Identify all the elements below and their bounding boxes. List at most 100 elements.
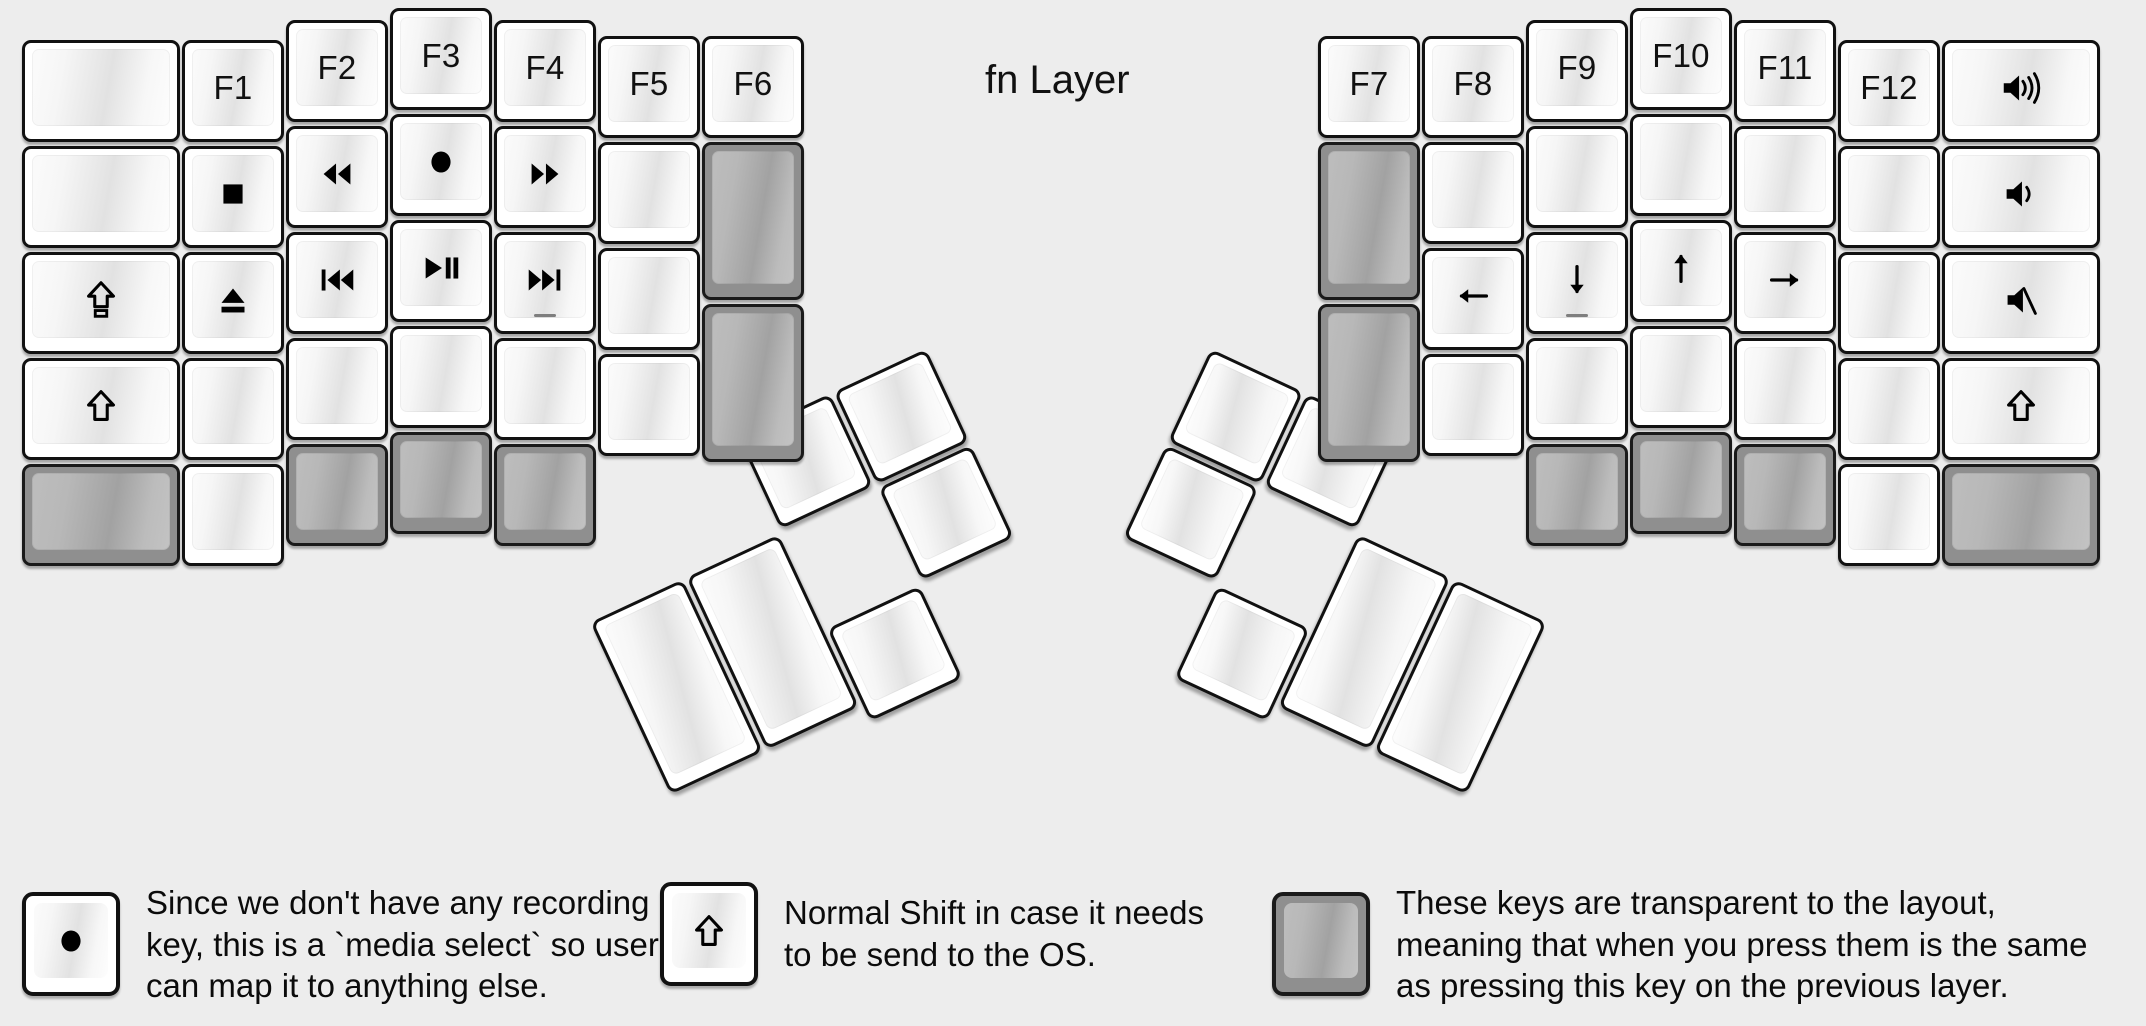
keycap-label: F1: [213, 69, 253, 106]
key-right-col-middle-r2[interactable]: [1630, 220, 1732, 322]
key-left-col-pinky-r4[interactable]: [182, 464, 284, 566]
key-right-col-pinky-r4[interactable]: [1838, 464, 1940, 566]
key-left-col-middle-r2[interactable]: [390, 220, 492, 322]
key-right-col-index-r2[interactable]: [1526, 232, 1628, 334]
key-left-col-innermost-r0[interactable]: F6: [702, 36, 804, 138]
keycap-surface: [1744, 347, 1826, 424]
keycap-surface: [296, 453, 378, 530]
key-left-col-ring-r4[interactable]: [286, 444, 388, 546]
key-right-col-inner-r1[interactable]: [1422, 142, 1524, 244]
key-left-col-pinky-outer-r4[interactable]: [22, 464, 180, 566]
key-right-col-inner-r3[interactable]: [1422, 354, 1524, 456]
key-left-col-innermost-r2[interactable]: [702, 304, 804, 462]
key-right-col-pinky-r3[interactable]: [1838, 358, 1940, 460]
key-right-col-ring-r2[interactable]: [1734, 232, 1836, 334]
keycap-surface: [1848, 367, 1930, 444]
key-right-col-pinky-r1[interactable]: [1838, 146, 1940, 248]
volume-down-icon: [1998, 171, 2044, 217]
key-right-col-middle-r0[interactable]: F10: [1630, 8, 1732, 110]
key-left-col-inner-r0[interactable]: F5: [598, 36, 700, 138]
keycap-surface: [1328, 151, 1410, 284]
key-left-col-middle-r1[interactable]: [390, 114, 492, 216]
keycap-label: F12: [1860, 69, 1918, 106]
keycap-surface: F8: [1432, 45, 1514, 122]
media-play-pause-icon: [418, 245, 464, 291]
keycap-surface: [1848, 473, 1930, 550]
key-right-col-index-r0[interactable]: F9: [1526, 20, 1628, 122]
key-left-col-pinky-outer-r2[interactable]: [22, 252, 180, 354]
key-right-col-index-r4[interactable]: [1526, 444, 1628, 546]
keycap-surface: [1744, 241, 1826, 318]
key-left-col-index-r2[interactable]: [494, 232, 596, 334]
key-right-col-inner-r2[interactable]: [1422, 248, 1524, 350]
keycap-surface: [1640, 229, 1722, 306]
legend-sample-key-1: [22, 892, 120, 997]
key-left-col-ring-r0[interactable]: F2: [286, 20, 388, 122]
keycap-surface: [1952, 261, 2090, 338]
keycap-label: F8: [1453, 65, 1493, 102]
media-next-track-icon: [522, 257, 568, 303]
keycap-surface: [1640, 335, 1722, 412]
key-right-col-middle-r3[interactable]: [1630, 326, 1732, 428]
key-right-col-index-r1[interactable]: [1526, 126, 1628, 228]
key-left-col-pinky-outer-r0[interactable]: [22, 40, 180, 142]
key-left-col-inner-r2[interactable]: [598, 248, 700, 350]
key-right-col-pinky-outer-r0[interactable]: [1942, 40, 2100, 142]
keycap-surface: [32, 49, 170, 126]
keycap-surface: [840, 598, 947, 703]
key-left-col-pinky-r2[interactable]: [182, 252, 284, 354]
key-right-col-pinky-outer-r1[interactable]: [1942, 146, 2100, 248]
key-left-col-index-r3[interactable]: [494, 338, 596, 440]
key-left-col-pinky-outer-r3[interactable]: [22, 358, 180, 460]
caps-lock-icon: [78, 277, 124, 323]
key-left-col-pinky-r3[interactable]: [182, 358, 284, 460]
key-right-col-index-r3[interactable]: [1526, 338, 1628, 440]
key-left-col-middle-r4[interactable]: [390, 432, 492, 534]
key-left-col-middle-r3[interactable]: [390, 326, 492, 428]
keycap-surface: [32, 261, 170, 338]
key-left-col-pinky-r0[interactable]: F1: [182, 40, 284, 142]
keycap-surface: F10: [1640, 17, 1722, 94]
arrow-left-icon: [1450, 273, 1496, 319]
key-left-col-middle-r0[interactable]: F3: [390, 8, 492, 110]
key-right-col-pinky-outer-r3[interactable]: [1942, 358, 2100, 460]
key-right-col-middle-r1[interactable]: [1630, 114, 1732, 216]
keycap-surface: [1744, 453, 1826, 530]
key-left-col-index-r1[interactable]: [494, 126, 596, 228]
record-icon: [48, 918, 94, 964]
key-left-col-pinky-outer-r1[interactable]: [22, 146, 180, 248]
key-left-col-inner-r3[interactable]: [598, 354, 700, 456]
volume-mute-icon: [1998, 277, 2044, 323]
key-right-col-pinky-outer-r2[interactable]: [1942, 252, 2100, 354]
keycap-surface: [192, 155, 274, 232]
key-right-col-innermost-r2[interactable]: [1318, 304, 1420, 462]
legend-sample-key-3: [1272, 892, 1370, 997]
key-right-col-innermost-r0[interactable]: F7: [1318, 36, 1420, 138]
key-right-col-ring-r3[interactable]: [1734, 338, 1836, 440]
shift-arrow-icon: [1998, 383, 2044, 429]
keycap-surface: [504, 135, 586, 212]
key-right-col-ring-r0[interactable]: F11: [1734, 20, 1836, 122]
key-left-col-ring-r3[interactable]: [286, 338, 388, 440]
key-left-col-pinky-r1[interactable]: [182, 146, 284, 248]
key-left-col-inner-r1[interactable]: [598, 142, 700, 244]
key-left-col-index-r0[interactable]: F4: [494, 20, 596, 122]
key-right-col-ring-r4[interactable]: [1734, 444, 1836, 546]
key-right-col-innermost-r1[interactable]: [1318, 142, 1420, 300]
keycap-surface: F3: [400, 17, 482, 94]
key-right-col-ring-r1[interactable]: [1734, 126, 1836, 228]
key-right-col-middle-r4[interactable]: [1630, 432, 1732, 534]
key-right-col-pinky-r0[interactable]: F12: [1838, 40, 1940, 142]
key-left-col-index-r4[interactable]: [494, 444, 596, 546]
keycap-surface: [1190, 598, 1297, 703]
keycap-surface: [1536, 453, 1618, 530]
keycap-label: F10: [1652, 37, 1710, 74]
key-left-col-ring-r2[interactable]: [286, 232, 388, 334]
key-left-col-ring-r1[interactable]: [286, 126, 388, 228]
key-right-col-pinky-r2[interactable]: [1838, 252, 1940, 354]
media-rewind-icon: [314, 151, 360, 197]
key-right-col-inner-r0[interactable]: F8: [1422, 36, 1524, 138]
page-title: fn Layer: [985, 58, 1130, 102]
key-right-col-pinky-outer-r4[interactable]: [1942, 464, 2100, 566]
key-left-col-innermost-r1[interactable]: [702, 142, 804, 300]
